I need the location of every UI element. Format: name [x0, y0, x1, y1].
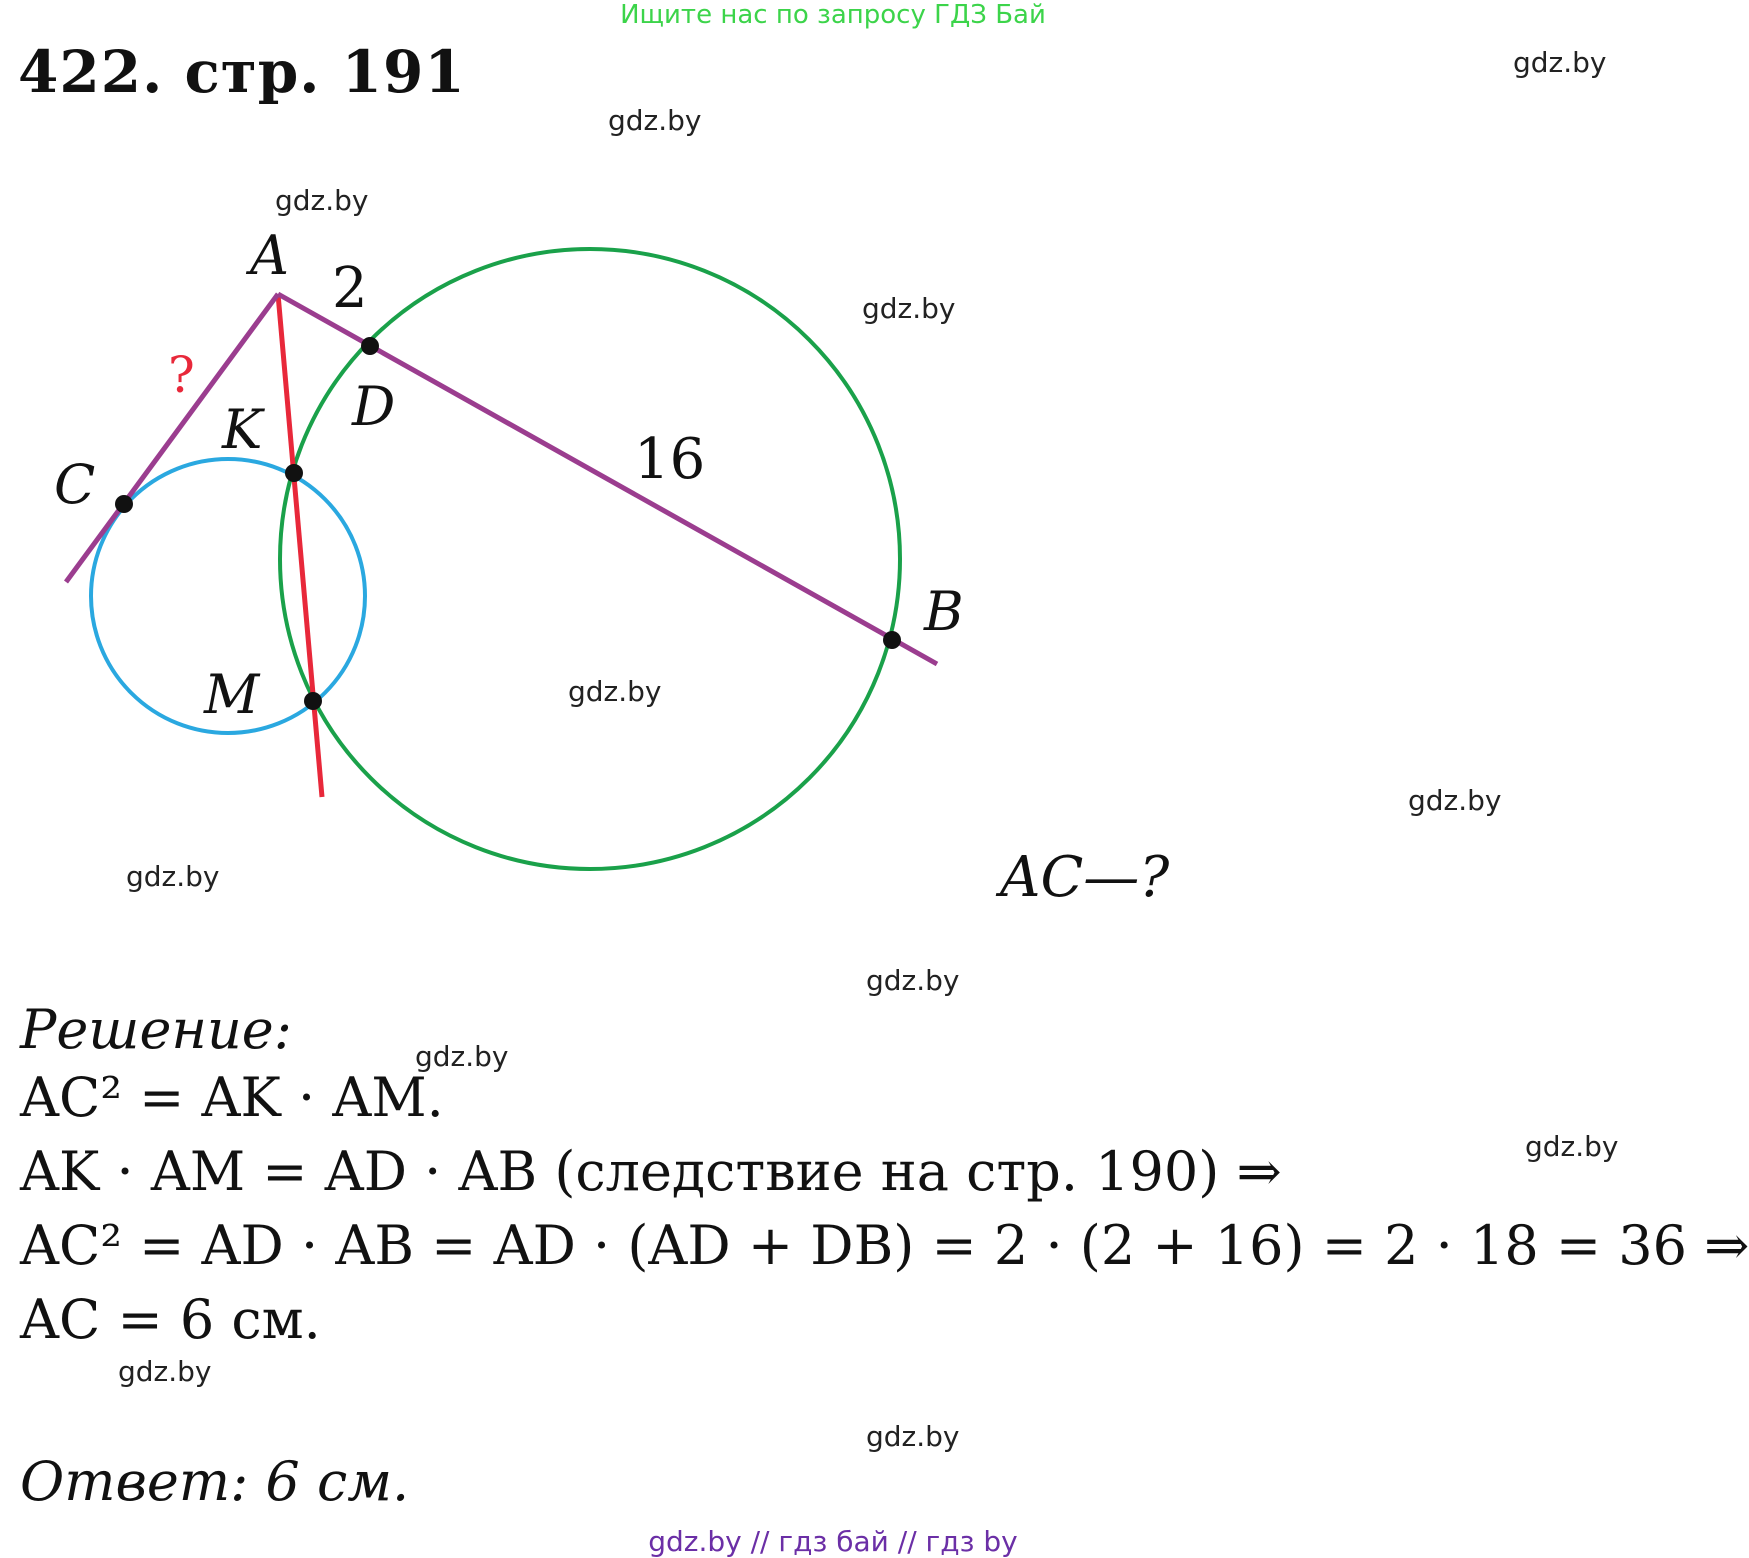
- watermark: gdz.by: [1408, 784, 1502, 817]
- point-K: [285, 464, 303, 482]
- tangent-line-AC: [63, 292, 281, 584]
- footer-links: gdz.by // гдз бай // гдз by: [648, 1525, 1018, 1558]
- problem-title: 422. стр. 191: [18, 38, 466, 106]
- question: AC—?: [1000, 845, 1170, 910]
- solution-line: AK · AM = AD · AB (следствие на стр. 190…: [20, 1140, 1282, 1203]
- big-circle: [278, 247, 902, 871]
- label-A: A: [245, 224, 289, 287]
- watermark: gdz.by: [866, 1420, 960, 1453]
- watermark: gdz.by: [415, 1040, 509, 1073]
- label-DB-length: 16: [634, 427, 705, 492]
- solution-line: AC² = AD · AB = AD · (AD + DB) = 2 · (2 …: [20, 1214, 1749, 1277]
- label-B: B: [923, 580, 964, 643]
- watermark: gdz.by: [275, 184, 369, 217]
- watermark: gdz.by: [568, 675, 662, 708]
- search-banner: Ищите нас по запросу ГДЗ Бай: [620, 0, 1046, 30]
- watermark: gdz.by: [866, 964, 960, 997]
- solution-line: AC² = AK · AM.: [20, 1066, 444, 1129]
- watermark: gdz.by: [608, 104, 702, 137]
- point-D: [361, 337, 379, 355]
- answer: Ответ: 6 см.: [20, 1450, 410, 1513]
- label-K: K: [221, 398, 265, 461]
- watermark: gdz.by: [1525, 1130, 1619, 1163]
- label-C: C: [54, 453, 95, 516]
- small-circle: [89, 457, 367, 735]
- label-M: M: [203, 663, 261, 726]
- label-AD-length: 2: [332, 256, 368, 321]
- label-D: D: [351, 375, 395, 438]
- secant-line-AM: [275, 293, 325, 798]
- watermark: gdz.by: [118, 1355, 212, 1388]
- label-unknown: ?: [168, 346, 195, 404]
- geometry-diagram: A 2 D K C ? 16 B M: [54, 224, 964, 871]
- solution-heading: Решение:: [20, 998, 292, 1061]
- solution-line: AC = 6 см.: [20, 1288, 321, 1351]
- watermark: gdz.by: [862, 292, 956, 325]
- watermark: gdz.by: [126, 860, 220, 893]
- watermark: gdz.by: [1513, 46, 1607, 79]
- point-M: [304, 692, 322, 710]
- point-C: [115, 495, 133, 513]
- secant-line-AB: [276, 291, 939, 667]
- point-B: [883, 631, 901, 649]
